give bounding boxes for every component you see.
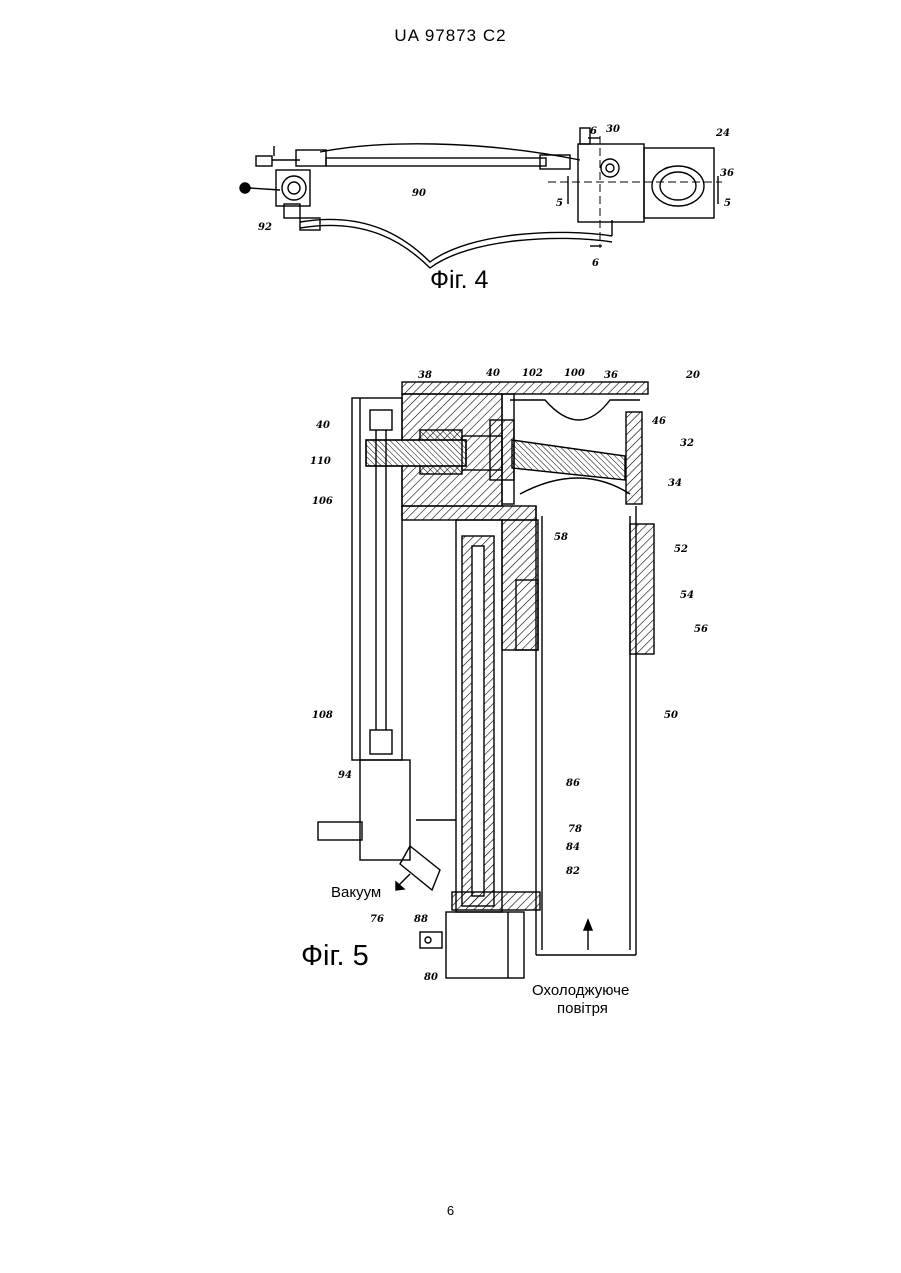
ref-94: 94	[338, 770, 352, 781]
ref-54: 54	[680, 590, 694, 601]
ref-34: 34	[668, 478, 682, 489]
ref-6-bottom: 6	[592, 258, 599, 269]
ref-46: 46	[652, 416, 666, 427]
ref-102: 102	[522, 368, 543, 379]
page-number: 6	[0, 1203, 901, 1218]
ref-40-left: 40	[316, 420, 330, 431]
ref-5-left: 5	[556, 198, 563, 209]
ref-76: 76	[370, 914, 384, 925]
ref-108: 108	[312, 710, 333, 721]
ref-32: 32	[680, 438, 694, 449]
ref-100: 100	[564, 368, 585, 379]
ref-30: 30	[606, 124, 620, 135]
ref-106: 106	[312, 496, 333, 507]
figure-4-caption: Фіг. 4	[430, 266, 488, 295]
vacuum-label: Вакуум	[331, 884, 381, 901]
ref-86: 86	[566, 778, 580, 789]
ref-58: 58	[554, 532, 568, 543]
figure-4-drawing	[240, 128, 722, 268]
ref-110: 110	[310, 456, 331, 467]
ref-5-right: 5	[724, 198, 731, 209]
ref-52: 52	[674, 544, 688, 555]
ref-84: 84	[566, 842, 580, 853]
ref-88: 88	[414, 914, 428, 925]
ref-78: 78	[568, 824, 582, 835]
cooling-air-label-line2: повітря	[557, 1000, 608, 1017]
ref-80: 80	[424, 972, 438, 983]
ref-20: 20	[685, 370, 700, 381]
ref-92: 92	[258, 222, 272, 233]
ref-6-top: 6	[590, 126, 597, 137]
ref-90: 90	[412, 188, 426, 199]
ref-50: 50	[664, 710, 678, 721]
cooling-air-label-line1: Охолоджуюче	[532, 982, 629, 999]
figure-4-reference-numerals: 6 30 24 36 90 92 5 5 6	[258, 124, 734, 269]
figure-5-caption: Фіг. 5	[301, 940, 369, 973]
ref-40-top: 40	[486, 368, 500, 379]
ref-56: 56	[694, 624, 708, 635]
ref-38: 38	[418, 370, 432, 381]
ref-36: 36	[720, 168, 734, 179]
ref-36: 36	[604, 370, 618, 381]
ref-24: 24	[715, 128, 730, 139]
ref-82: 82	[566, 866, 580, 877]
